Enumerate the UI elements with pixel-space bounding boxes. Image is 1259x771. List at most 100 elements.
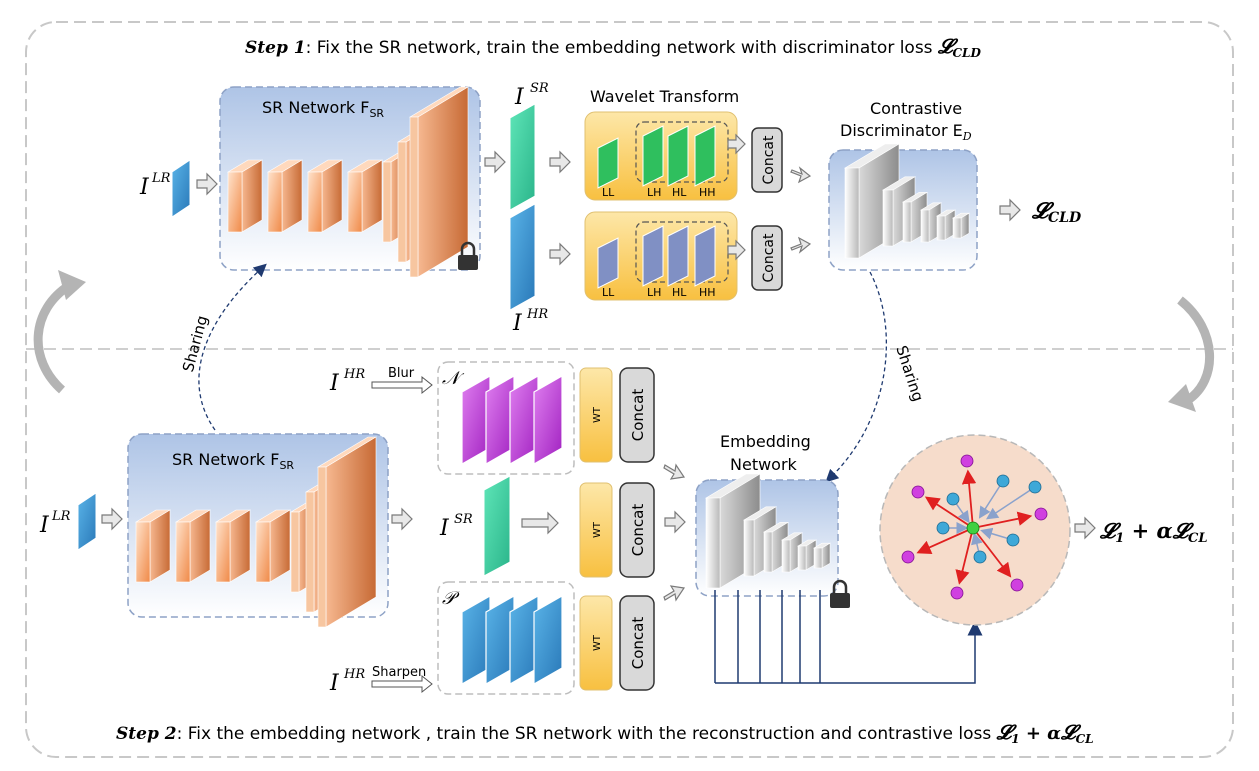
step1-text: : Fix the SR network, train the embeddin… xyxy=(306,38,938,58)
sr-network-top: SR Network FSR xyxy=(219,86,481,278)
band-LL-0: LL xyxy=(597,137,619,199)
anchor-point xyxy=(966,521,980,535)
negative-point-0 xyxy=(911,485,974,529)
img-sr-top: I SR xyxy=(509,81,549,211)
positive-point-1 xyxy=(978,474,1010,519)
concat-top-2: Concat xyxy=(751,225,783,291)
img-hr-top-label: I xyxy=(512,311,523,336)
arrow-sr-to-isr xyxy=(484,150,506,174)
loss-total-one: 1 xyxy=(1115,531,1124,546)
negative-point-3 xyxy=(901,527,974,564)
img-hr-blur-sup: HR xyxy=(343,367,365,382)
arrow-disc-to-loss xyxy=(999,198,1021,222)
sr-block-6 xyxy=(316,436,378,628)
arrow-blur xyxy=(371,375,433,395)
cl-points xyxy=(901,454,1048,600)
sr-top-blocks xyxy=(226,86,470,278)
concat-top-1-label: Concat xyxy=(761,135,777,184)
arrow-row1-to-emb xyxy=(663,463,686,480)
arrow-concat1-to-disc xyxy=(790,166,812,184)
sr-block-6 xyxy=(408,86,470,278)
concat-label-0: Concat xyxy=(629,389,647,442)
step2-label: Step 2 xyxy=(116,724,177,744)
band-label-1-0: LH xyxy=(647,186,661,199)
sharpen-label: Sharpen xyxy=(372,665,426,680)
sr-block-3 xyxy=(254,509,292,583)
img-hr-top-sup: HR xyxy=(526,307,548,322)
band-label-2-1: HL xyxy=(672,286,687,299)
arrow-wt1-to-concat xyxy=(727,133,746,155)
sharing-arrow-left xyxy=(198,263,267,431)
img-sr-bottom: I SR xyxy=(439,475,511,577)
contrastive-circle xyxy=(879,434,1071,626)
band-label-0-1: LL xyxy=(602,286,615,299)
sr-bottom-title: SR Network FSR xyxy=(172,450,294,472)
step2-plus: + α xyxy=(1020,723,1062,744)
loss-total-plus: + α xyxy=(1124,518,1172,543)
sharing-label-left: Sharing xyxy=(179,314,211,374)
sr-network-bottom: SR Network FSR xyxy=(127,433,389,628)
img-sr-top-sup: SR xyxy=(530,81,549,96)
sr-block-3 xyxy=(346,159,384,233)
img-lr-bottom: I LR xyxy=(39,492,97,551)
wt-concat-row-0: WT Concat xyxy=(579,367,655,463)
img-hr-top: I HR xyxy=(509,203,548,336)
cycle-arrow-right xyxy=(1177,296,1214,404)
wavelet-title: Wavelet Transform xyxy=(590,87,739,106)
wt-label-0: WT xyxy=(592,406,603,423)
cycle-arrow-left xyxy=(33,281,73,394)
negative-point-4 xyxy=(950,527,974,600)
arrow-sharpen xyxy=(371,674,433,694)
disc-title-2-main: Discriminator E xyxy=(840,121,963,140)
arrow-circle-to-loss xyxy=(1074,516,1096,540)
outer-frame xyxy=(25,21,1234,758)
sr-block-0 xyxy=(134,509,172,583)
negative-point-2 xyxy=(972,507,1048,529)
positive-point-2 xyxy=(936,521,969,535)
pos-stack xyxy=(461,594,563,686)
img-sr-bottom-sup: SR xyxy=(454,512,473,527)
arrow-lr-to-sr-bottom xyxy=(101,507,123,531)
step1-label: Step 1 xyxy=(245,38,306,58)
arrow-row3-to-emb xyxy=(663,585,686,602)
concat-label-2: Concat xyxy=(629,617,647,670)
arrow-isr-bottom-to-wt xyxy=(521,511,559,535)
band-label-2-0: HL xyxy=(672,186,687,199)
lock-icon xyxy=(458,241,478,270)
disc-title-1: Contrastive xyxy=(870,99,962,118)
sr-block-0 xyxy=(226,159,264,233)
band-LL-1: LL xyxy=(597,237,619,299)
wavelet-panel-1: LL LH HL HH xyxy=(584,211,738,301)
band-label-1-1: LH xyxy=(647,286,661,299)
band-LH-0: LH xyxy=(642,125,664,199)
sr-block-2 xyxy=(214,509,252,583)
img-lr-top-sup: LR xyxy=(151,171,171,186)
negStack-slice-3 xyxy=(533,374,563,466)
band-HL-0: HL xyxy=(667,125,689,199)
img-hr-blur-input: I HR Blur xyxy=(329,366,433,396)
sr-bottom-blocks xyxy=(134,436,378,628)
sr-top-title: SR Network FSR xyxy=(262,98,384,120)
img-lr-top: I LR xyxy=(139,159,191,218)
band-label-3-1: HH xyxy=(699,286,716,299)
sr-top-title-main: SR Network F xyxy=(262,98,369,117)
discBlocks-5 xyxy=(951,212,971,239)
sr-top-title-sub: SR xyxy=(369,107,384,120)
embBlocks-4 xyxy=(796,539,818,571)
disc-title-2-sub: D xyxy=(962,130,972,143)
embedding-box xyxy=(695,473,850,608)
sharing-arrow-right xyxy=(825,271,887,483)
band-LH-1: LH xyxy=(642,225,664,299)
arrow-isr-to-wt xyxy=(549,150,571,174)
neg-stack xyxy=(461,374,563,466)
img-hr-blur-label: I xyxy=(329,371,340,396)
positive-point-5 xyxy=(985,480,1042,520)
emb-title-1: Embedding xyxy=(720,432,811,451)
emb-blocks xyxy=(704,473,832,589)
feature-lines xyxy=(714,590,983,684)
